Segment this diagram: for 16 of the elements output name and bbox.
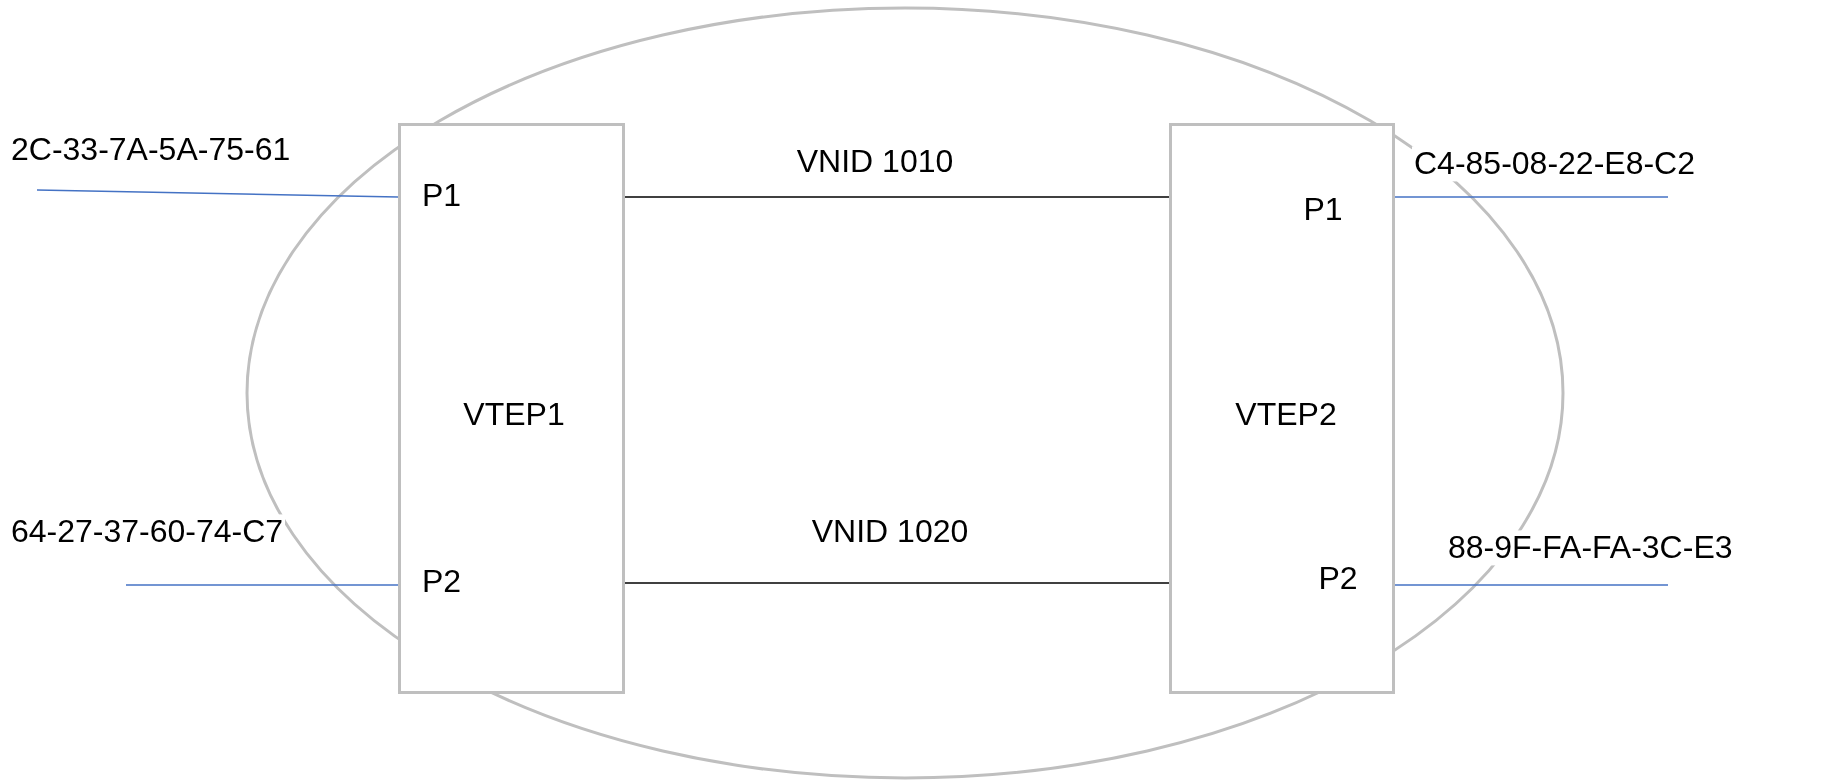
mac-address-label: 88-9F-FA-FA-3C-E3 [1446,530,1735,566]
mac-address-label: C4-85-08-22-E8-C2 [1412,146,1697,182]
port-label: P1 [422,178,462,214]
device-name: VTEP2 [1235,397,1337,433]
host-link [1394,584,1669,586]
host-link [36,189,399,198]
host-link [125,584,399,586]
vtep-box [1169,123,1395,694]
port-label: P2 [1318,561,1358,597]
device-name: VTEP1 [463,397,565,433]
host-link [1394,196,1669,198]
tunnel-line [624,196,1170,198]
port-label: P2 [422,564,462,600]
vtep-box [398,123,625,694]
tunnel-line [624,582,1170,584]
port-label: P1 [1303,192,1343,228]
